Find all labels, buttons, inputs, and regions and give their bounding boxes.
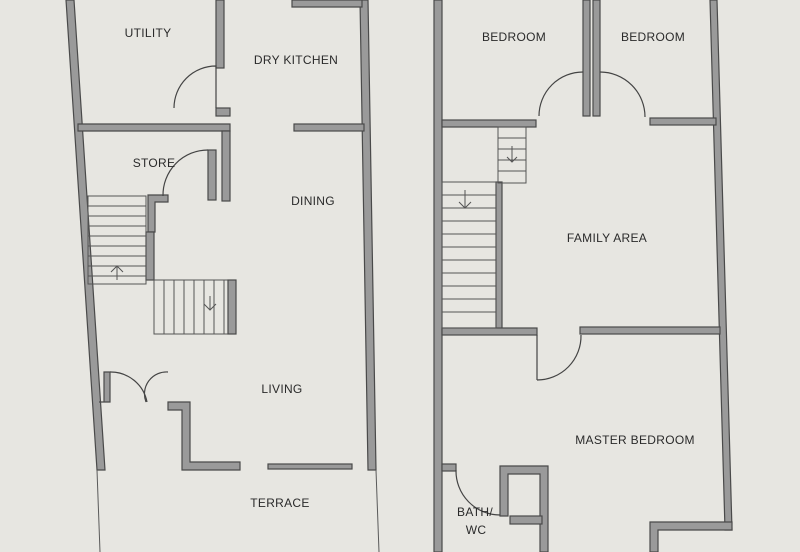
room-label-family-area: FAMILY AREA (567, 231, 647, 245)
utility-bottom-wall (77, 123, 231, 132)
bath-lower-jamb (509, 515, 543, 525)
terrace-right-edge (375, 469, 380, 552)
bedroom-right-door-swing (599, 71, 646, 118)
kitchen-bottom-wall (293, 123, 365, 132)
bedroom-divider-left (582, 0, 591, 117)
utility-door-jamb (215, 107, 231, 117)
stair-divider-wall (145, 231, 155, 281)
front-door-right-leaf (143, 371, 169, 403)
bath-wall (499, 465, 549, 552)
store-right-wall (221, 130, 231, 202)
ground-top-right-wall (291, 0, 363, 8)
front-door-left-leaf (109, 371, 148, 403)
store-lower-wall (147, 194, 169, 233)
room-label-bedroom-right: BEDROOM (621, 30, 685, 44)
room-label-dry-kitchen: DRY KITCHEN (254, 53, 338, 67)
store-door-swing (162, 149, 209, 197)
terrace-slider-frame (267, 463, 353, 470)
room-label-utility: UTILITY (125, 26, 172, 40)
ground-right-exterior-wall (359, 0, 377, 471)
ground-floor-plan: UTILITY DRY KITCHEN STORE DINING LIVING … (65, 0, 380, 552)
bath-door-swing (455, 469, 501, 516)
ground-left-exterior-wall (65, 0, 106, 471)
room-label-living: LIVING (261, 382, 302, 396)
bedroom-left-bottom-wall (441, 119, 537, 128)
living-front-wall-left (99, 371, 111, 403)
bedroom-divider-right (592, 0, 601, 117)
bath-left-jamb (441, 463, 457, 472)
master-door-swing (536, 334, 582, 381)
utility-right-wall (215, 0, 225, 69)
first-right-exterior-wall (709, 0, 733, 531)
master-bottom-wall (649, 521, 733, 552)
first-stair-wall (495, 181, 503, 333)
first-left-exterior-wall (433, 0, 443, 552)
kitchen-door-swing (173, 65, 217, 109)
room-label-terrace: TERRACE (250, 496, 309, 510)
first-stair-flight (441, 181, 497, 329)
ground-stair-upper-flight (153, 279, 237, 335)
family-bottom-wall-right (579, 326, 721, 335)
room-label-master-bedroom: MASTER BEDROOM (575, 433, 695, 447)
living-front-wall (167, 401, 241, 471)
room-label-bath-line1: BATH/ (457, 505, 493, 519)
room-label-store: STORE (133, 156, 176, 170)
store-door-jamb (207, 149, 217, 201)
room-label-dining: DINING (291, 194, 335, 208)
room-label-bedroom-left: BEDROOM (482, 30, 546, 44)
family-bottom-wall-left (441, 327, 538, 336)
bedroom-right-bottom-wall (649, 117, 717, 126)
first-stair-landing-flight (497, 126, 527, 184)
room-label-bath-line2: WC (466, 523, 487, 537)
ground-stair-lower-flight (87, 195, 147, 285)
first-floor-plan: BEDROOM BEDROOM FAMILY AREA MASTER BEDRO… (433, 0, 733, 552)
bedroom-left-door-swing (538, 71, 584, 117)
terrace-left-edge (96, 469, 101, 552)
